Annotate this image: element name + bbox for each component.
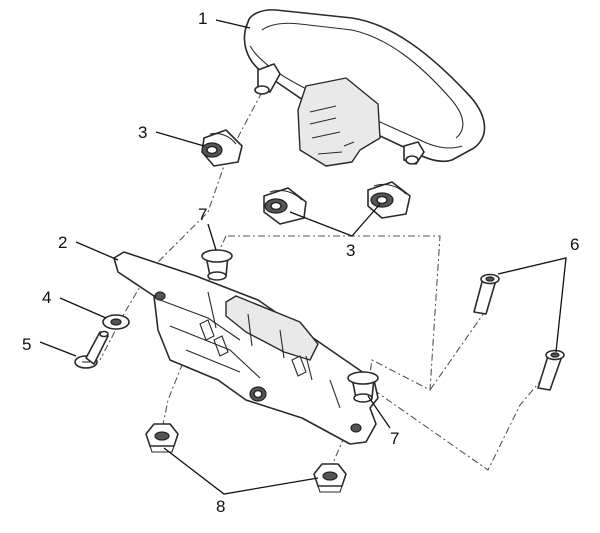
callout-leaders [39, 19, 567, 495]
callout-7-upper: 7 [198, 205, 207, 224]
callout-5: 5 [22, 335, 31, 354]
callout-4: 4 [42, 288, 51, 307]
connector-slots [309, 105, 355, 155]
callout-6: 6 [570, 235, 579, 254]
leader-7-lower [367, 395, 391, 429]
leader-3-left [155, 131, 205, 147]
bolt-part-6-lower [537, 349, 565, 391]
screw-part-5 [74, 330, 109, 369]
leader-8 [163, 447, 319, 495]
cluster-connector-block [297, 77, 381, 167]
leader-7-upper [207, 223, 217, 251]
bracket-end-hole [350, 423, 362, 433]
axis-line-right-screw [429, 309, 487, 391]
callout-3-left: 3 [138, 123, 147, 142]
leader-3-right [289, 203, 381, 237]
bracket-bolt-hole-inner [253, 389, 263, 399]
bracket-top-plate [113, 251, 379, 445]
stud-left-end [254, 85, 270, 95]
stud-right-end [405, 155, 419, 165]
leader-6 [497, 257, 567, 353]
leader-2 [75, 241, 119, 261]
bracket-slots [199, 319, 307, 377]
grommet-part-3-middle [263, 187, 307, 225]
washer-part-4 [102, 314, 130, 330]
axis-line-right-loop [228, 235, 549, 471]
callout-2: 2 [58, 233, 67, 252]
leader-4 [59, 297, 107, 319]
leader-1 [215, 19, 251, 29]
leader-5 [39, 341, 77, 357]
bolt-part-6-upper [473, 273, 500, 315]
instrument-cluster-part-1 [243, 9, 486, 167]
bracket-raised-wall [225, 295, 319, 361]
nut-part-8-right [313, 463, 347, 493]
bracket-side-hole [154, 291, 166, 301]
mounting-bracket-part-2 [113, 251, 379, 445]
nut-part-8-left [145, 423, 179, 453]
callout-1: 1 [198, 9, 207, 28]
grommet-part-3-left [201, 129, 243, 167]
callout-numbers: 1 2 3 3 4 5 6 7 7 8 [22, 9, 579, 516]
spacer-part-7-upper [201, 249, 233, 281]
spacer-part-7-lower [347, 371, 379, 403]
grommet-part-3-right [367, 181, 411, 219]
bracket-ribs [159, 291, 341, 409]
callout-7-lower: 7 [390, 429, 399, 448]
cluster-face-rim [261, 22, 464, 139]
callout-8: 8 [216, 497, 225, 516]
callout-3-right: 3 [346, 241, 355, 260]
